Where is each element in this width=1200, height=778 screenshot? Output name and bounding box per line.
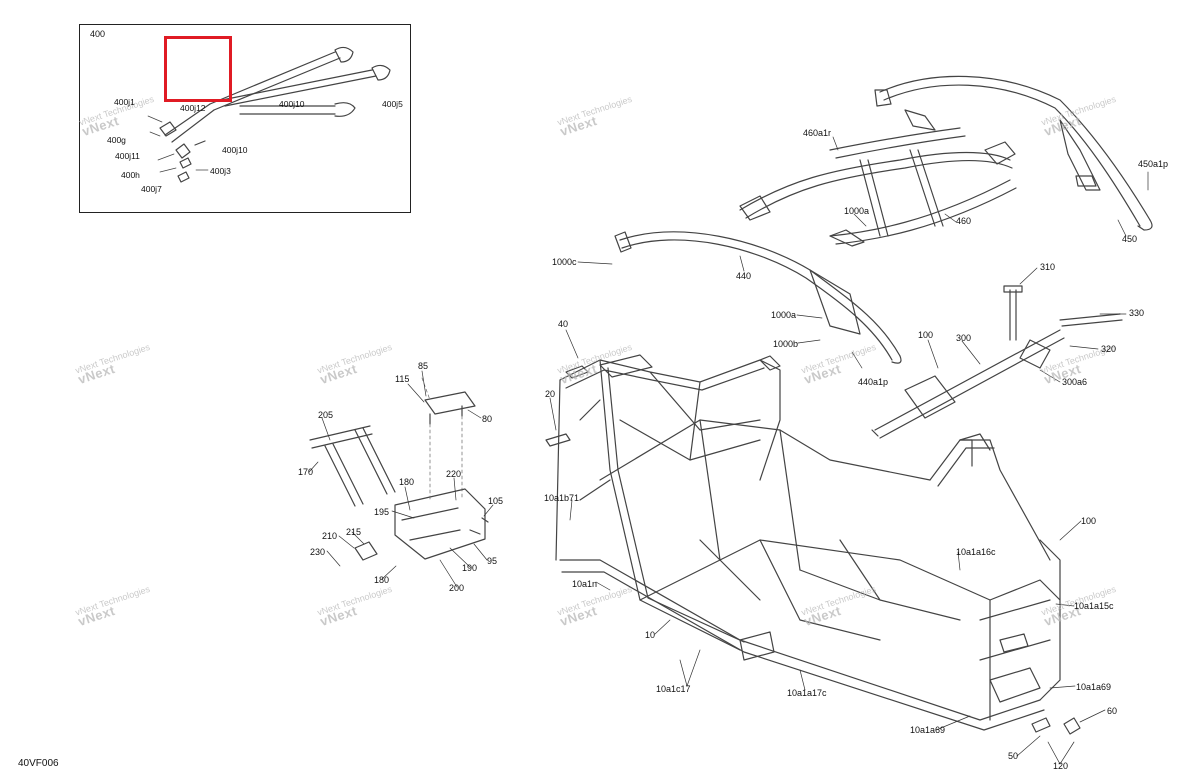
inset-400-frame [79,24,411,213]
callout-400g: 400g [107,135,126,145]
callout-310: 310 [1040,262,1056,272]
callout-50: 50 [1008,751,1019,761]
console-leader-lines [421,377,463,501]
callout-320: 320 [1101,344,1117,354]
callout-300a6: 300a6 [1062,377,1088,387]
callout-215: 215 [346,527,362,537]
callout-10a1c17: 10a1c17 [656,684,691,694]
callout-190: 190 [462,563,478,573]
callout-105: 105 [488,496,504,506]
callout-400h: 400h [121,170,140,180]
callout-400j10-lower: 400j10 [222,145,248,155]
front-bar-440 [614,231,902,364]
callout-leaders [308,136,1149,765]
inset-label: 400 [90,29,106,39]
callout-205: 205 [318,410,334,420]
callout-450: 450 [1122,234,1138,244]
callout-210: 210 [322,531,338,541]
callout-1000b: 1000b [773,339,799,349]
callout-10a1n: 10a1n [572,579,598,589]
callout-60: 60 [1107,706,1118,716]
callout-10a1a69-bottom: 10a1a69 [910,725,946,735]
callout-450a1p: 450a1p [1138,159,1169,169]
callout-300: 300 [956,333,972,343]
small-brackets [545,365,1081,735]
callout-440a1p: 440a1p [858,377,889,387]
callout-460a1r: 460a1r [803,128,832,138]
callout-400j7: 400j7 [141,184,162,194]
inset-400-drawing [147,46,391,183]
callout-230: 230 [310,547,326,557]
callout-400j5: 400j5 [382,99,403,109]
callout-95: 95 [487,556,498,566]
callout-400j12: 400j12 [180,103,206,113]
callout-400j1: 400j1 [114,97,135,107]
callout-180-bottom: 180 [374,575,390,585]
callout-80: 80 [482,414,493,424]
steering-column-300 [871,285,1123,439]
main-frame-10 [555,354,1061,731]
callout-115: 115 [395,374,410,384]
callout-40: 40 [558,319,569,329]
callout-10a1a17c: 10a1a17c [787,688,827,698]
callout-85: 85 [418,361,429,371]
callout-400j3: 400j3 [210,166,231,176]
callout-220: 220 [446,469,462,479]
callout-10: 10 [645,630,656,640]
highlight-box [164,36,232,102]
callout-20: 20 [545,389,556,399]
callout-1000a-mid: 1000a [771,310,797,320]
callout-10a1a69-right: 10a1a69 [1076,682,1112,692]
callout-170: 170 [298,467,314,477]
roof-460 [739,109,1017,247]
callout-440: 440 [736,271,752,281]
callout-400j10-upper: 400j10 [279,99,305,109]
callout-10a1b71: 10a1b71 [544,493,580,503]
callout-180-top: 180 [399,477,415,487]
callout-100-top: 100 [918,330,934,340]
callout-10a1a16c: 10a1a16c [956,547,996,557]
callout-1000a-top: 1000a [844,206,870,216]
callout-200: 200 [449,583,465,593]
callout-195: 195 [374,507,390,517]
callout-330: 330 [1129,308,1145,318]
callout-460: 460 [956,216,972,226]
callout-400j11: 400j11 [115,151,140,161]
reference-code: 40VF006 [18,758,59,769]
callout-100-right: 100 [1081,516,1097,526]
callout-120: 120 [1053,761,1069,771]
callout-10a1a15c: 10a1a15c [1074,601,1114,611]
rear-bar-450 [874,75,1153,231]
callout-1000c: 1000c [552,257,577,267]
